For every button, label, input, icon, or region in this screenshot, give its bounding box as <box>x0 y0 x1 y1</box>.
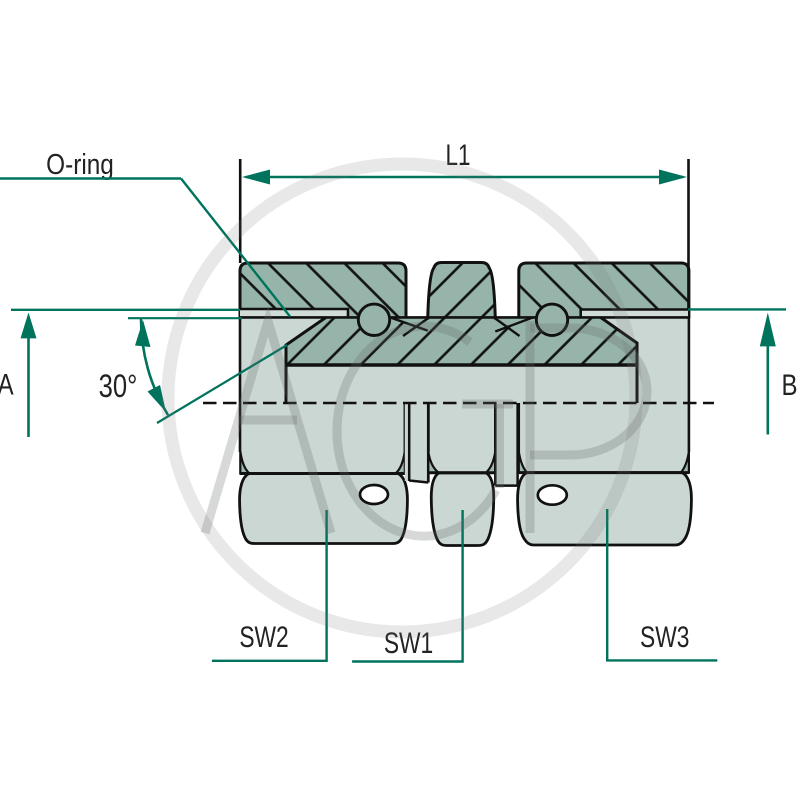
svg-text:SW1: SW1 <box>384 626 433 660</box>
svg-text:30°: 30° <box>99 369 138 404</box>
svg-text:A: A <box>0 367 14 401</box>
svg-text:SW2: SW2 <box>239 620 288 654</box>
svg-text:B: B <box>781 367 797 401</box>
svg-text:SW3: SW3 <box>640 620 689 654</box>
svg-text:O-ring: O-ring <box>46 148 114 180</box>
svg-text:L1: L1 <box>445 138 470 172</box>
